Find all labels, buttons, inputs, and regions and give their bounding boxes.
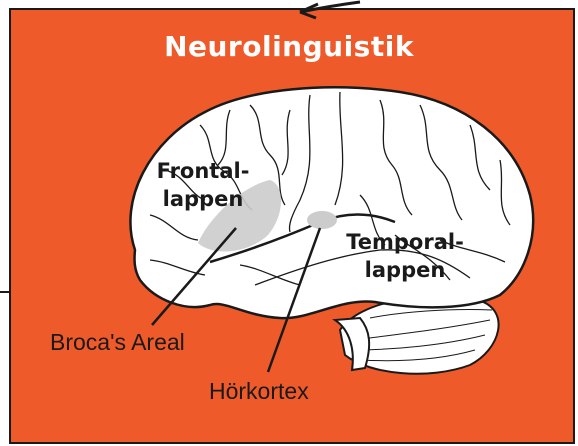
temporal-label-line1: Temporal- — [330, 228, 480, 256]
diagram-title: Neurolinguistik — [0, 30, 578, 63]
frontal-lobe-label: Frontal- lappen — [143, 157, 263, 213]
hoerkortex-label: Hörkortex — [209, 378, 309, 405]
temporal-label-line2: lappen — [330, 256, 480, 284]
temporal-lobe-label: Temporal- lappen — [330, 228, 480, 284]
hoerkortex-highlight — [307, 211, 337, 229]
frontal-label-line1: Frontal- — [143, 157, 263, 185]
frontal-label-line2: lappen — [143, 185, 263, 213]
brainstem — [335, 318, 369, 370]
broca-label: Broca's Areal — [50, 329, 185, 356]
